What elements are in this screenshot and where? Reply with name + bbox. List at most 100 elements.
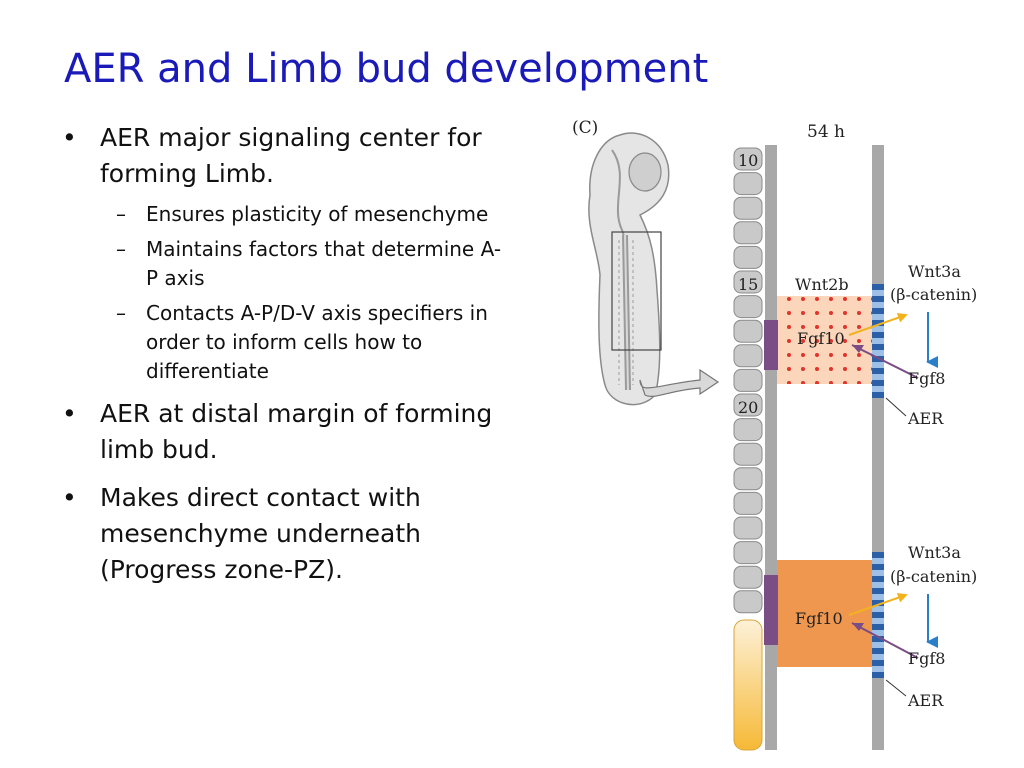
aer-segment xyxy=(872,576,884,582)
aer-segment xyxy=(872,588,884,594)
yolk-region xyxy=(733,619,763,751)
aer-segment xyxy=(872,552,884,558)
fgf10-label: Fgf10 xyxy=(797,329,845,348)
aer-segment xyxy=(872,666,884,672)
aer-segment xyxy=(872,594,884,600)
aer-segment xyxy=(872,326,884,332)
somite-number-20: 20 xyxy=(738,398,758,417)
bullet-text: Makes direct contact with mesenchyme und… xyxy=(100,483,422,584)
aer-segment xyxy=(872,558,884,564)
beta-catenin-label: (β-catenin) xyxy=(890,285,977,304)
aer-segment xyxy=(872,368,884,374)
aer-segment xyxy=(872,338,884,344)
somite xyxy=(733,196,763,220)
yellow-arrow xyxy=(848,592,908,616)
aer-leader xyxy=(885,679,907,697)
time-label: 54 h xyxy=(807,122,845,142)
aer-segment xyxy=(872,672,884,678)
somite xyxy=(733,270,763,294)
aer-segment xyxy=(872,362,884,368)
yellow-arrow xyxy=(848,312,908,336)
neural-tube xyxy=(765,145,777,750)
bullet-text: AER major signaling center for forming L… xyxy=(100,123,482,188)
fgf8-label: Fgf8 xyxy=(908,369,945,388)
bullet-item: • AER major signaling center for forming… xyxy=(62,120,502,192)
sub-bullet-dash: – xyxy=(116,301,126,325)
bullet-dot: • xyxy=(62,399,77,428)
aer-segment xyxy=(872,392,884,398)
aer-segment xyxy=(872,332,884,338)
bullet-item: • AER at distal margin of forming limb b… xyxy=(62,396,502,468)
somite xyxy=(733,172,763,196)
sub-bullet-item: – Ensures plasticity of mesenchyme xyxy=(62,200,502,229)
embryo-illustration xyxy=(588,132,720,406)
wnt3a-label: Wnt3a xyxy=(908,543,961,562)
somite xyxy=(733,393,763,417)
sub-bullet-dash: – xyxy=(116,202,126,226)
sub-bullet-item: – Maintains factors that determine A-P a… xyxy=(62,235,502,293)
somite xyxy=(733,295,763,319)
somite xyxy=(733,467,763,491)
aer-segment xyxy=(872,582,884,588)
aer-segment xyxy=(872,624,884,630)
aer-segment xyxy=(872,648,884,654)
somite xyxy=(733,541,763,565)
panel-label: (C) xyxy=(572,118,598,138)
somite xyxy=(733,221,763,245)
aer-label: AER xyxy=(907,409,944,428)
bullet-dot: • xyxy=(62,483,77,512)
bullet-text: AER at distal margin of forming limb bud… xyxy=(100,399,493,464)
purple-arrowhead xyxy=(852,345,864,353)
aer-segment xyxy=(872,296,884,302)
somite xyxy=(733,418,763,442)
aer-leader xyxy=(885,397,907,417)
sub-bullet-dash: – xyxy=(116,237,126,261)
wnt2b-domain xyxy=(777,296,872,384)
wnt3a-label: Wnt3a xyxy=(908,262,961,281)
fgf8-label: Fgf8 xyxy=(908,649,945,668)
aer-segment xyxy=(872,600,884,606)
aer-segment xyxy=(872,302,884,308)
aer-segment xyxy=(872,386,884,392)
aer-segment xyxy=(872,642,884,648)
somite xyxy=(733,245,763,269)
sub-bullet-text: Ensures plasticity of mesenchyme xyxy=(146,202,489,226)
bullet-item: • Makes direct contact with mesenchyme u… xyxy=(62,480,502,588)
somite-number-10: 10 xyxy=(738,151,758,170)
aer-segment xyxy=(872,314,884,320)
somite-number-15: 15 xyxy=(738,275,758,294)
purple-arrow xyxy=(851,344,919,379)
somite xyxy=(733,516,763,540)
somite xyxy=(733,344,763,368)
aer-stripe xyxy=(872,552,884,678)
purple-band xyxy=(764,320,778,370)
somite xyxy=(733,319,763,343)
wnt2b-label: Wnt2b xyxy=(795,275,849,294)
aer-segment xyxy=(872,308,884,314)
bullet-list: • AER major signaling center for forming… xyxy=(62,120,502,600)
aer-segment xyxy=(872,564,884,570)
aer-segment xyxy=(872,350,884,356)
aer-segment xyxy=(872,290,884,296)
slide-title: AER and Limb bud development xyxy=(64,46,709,92)
aer-stripe xyxy=(872,284,884,398)
purple-arrowhead xyxy=(852,623,864,631)
fgf10-label: Fgf10 xyxy=(795,609,843,628)
aer-segment xyxy=(872,630,884,636)
aer-segment xyxy=(872,570,884,576)
aer-segment xyxy=(872,380,884,386)
aer-segment xyxy=(872,654,884,660)
aer-segment xyxy=(872,374,884,380)
aer-segment xyxy=(872,660,884,666)
aer-segment xyxy=(872,320,884,326)
somite xyxy=(733,590,763,614)
purple-band xyxy=(764,575,778,645)
aer-segment xyxy=(872,284,884,290)
forelimb-field: Wnt2b Fgf10 xyxy=(764,275,872,384)
bullet-dot: • xyxy=(62,123,77,152)
somite-column xyxy=(733,147,763,614)
somite xyxy=(733,368,763,392)
aer-label: AER xyxy=(907,691,944,710)
sub-bullet-text: Contacts A-P/D-V axis specifiers in orde… xyxy=(146,301,488,383)
